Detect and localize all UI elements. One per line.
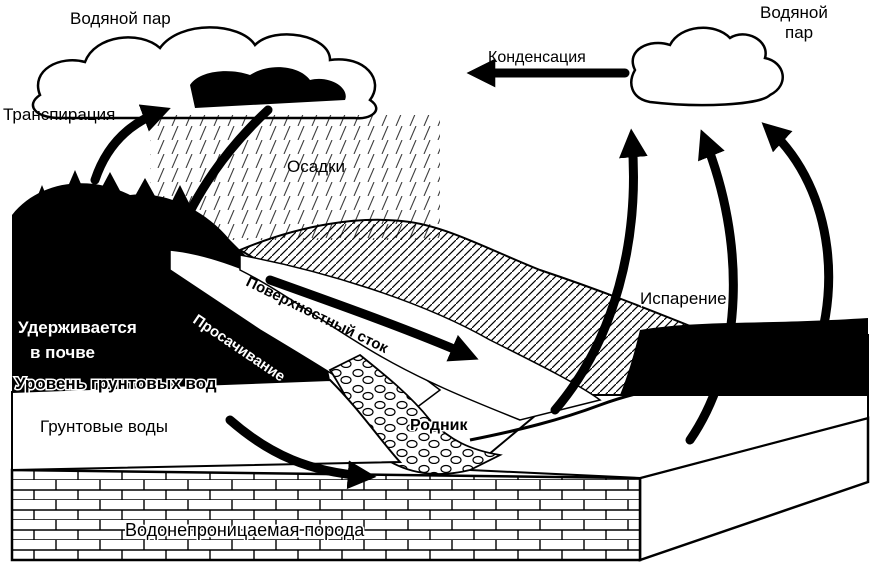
label-spring: Родник bbox=[410, 417, 468, 434]
evaporation-arrow-1 bbox=[550, 128, 648, 415]
transpiration-arrow bbox=[90, 104, 171, 185]
label-condensation: Конденсация bbox=[488, 49, 586, 66]
label-soil-retention-1: Удерживается bbox=[18, 318, 137, 337]
forest-band bbox=[620, 318, 868, 395]
label-precipitation: Осадки bbox=[287, 157, 345, 176]
right-cloud bbox=[630, 26, 784, 107]
evaporation-arrow-2 bbox=[685, 129, 738, 445]
impermeable-rock-layer bbox=[10, 468, 642, 562]
label-vapor-right-1: Водяной bbox=[760, 3, 828, 22]
label-vapor-left: Водяной пар bbox=[70, 9, 171, 28]
label-vapor-right-2: пар bbox=[785, 23, 813, 42]
groundwater-band bbox=[11, 378, 403, 472]
label-soil-retention-2: в почве bbox=[30, 343, 95, 362]
label-impermeable-rock: Водонепроницаемая порода bbox=[125, 520, 365, 540]
trees bbox=[30, 170, 195, 215]
label-groundwater: Грунтовые воды bbox=[40, 417, 168, 436]
runoff-arrow bbox=[265, 275, 479, 362]
river bbox=[469, 358, 841, 442]
flow-arrows bbox=[90, 58, 834, 490]
label-water-table: Уровень грунтовых вод bbox=[15, 374, 217, 393]
evaporation-arrow-3 bbox=[761, 122, 834, 385]
label-evaporation: Испарение bbox=[640, 289, 727, 308]
label-transpiration: Транспирация bbox=[3, 105, 115, 124]
storm-cloud-base bbox=[190, 67, 346, 108]
left-hill bbox=[12, 183, 330, 392]
groundwater-arrow bbox=[225, 415, 377, 490]
precipitation-arrow bbox=[170, 105, 273, 249]
